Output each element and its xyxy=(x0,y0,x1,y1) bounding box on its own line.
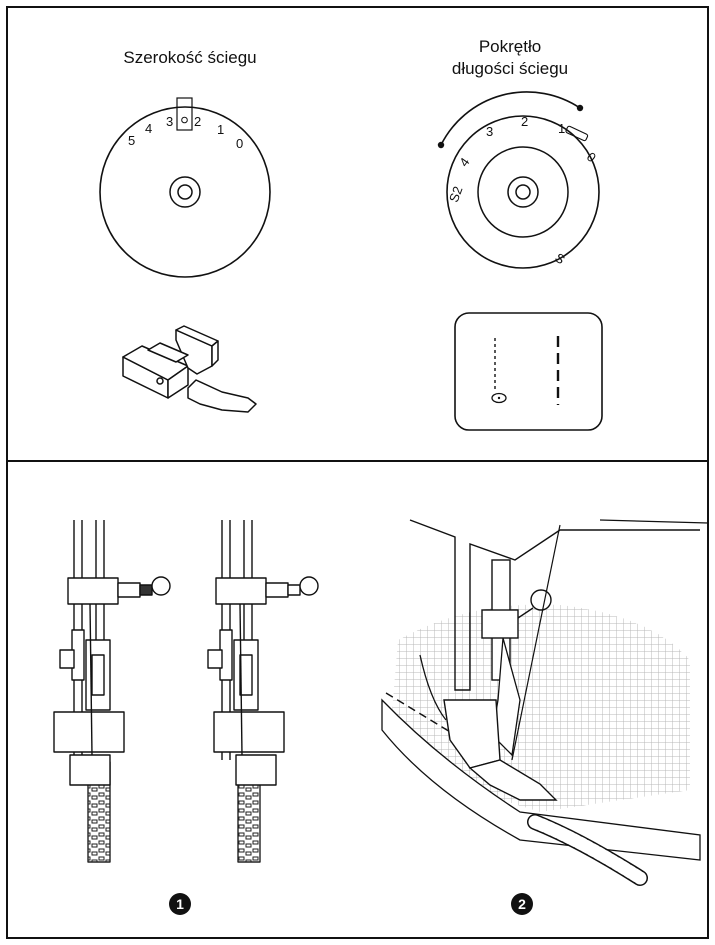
length-dial-title-line1: Pokrętło xyxy=(478,37,542,56)
sewing-scene xyxy=(381,519,709,886)
length-dial-range-arc xyxy=(440,91,581,146)
width-dial-number: 0 xyxy=(236,136,243,151)
width-dial-title: Szerokość ściegu xyxy=(123,48,257,67)
step-marker-2: 2 xyxy=(511,893,533,915)
length-dial-number: 3 xyxy=(486,124,493,139)
length-dial-number: S2 xyxy=(446,184,466,204)
width-dial-indicator xyxy=(176,97,193,131)
zipper-foot-illustration xyxy=(122,325,257,413)
foot-position-right xyxy=(207,520,319,863)
length-dial-number: 1 xyxy=(558,121,565,136)
step-marker-number: 2 xyxy=(518,896,526,912)
width-dial-number: 5 xyxy=(128,133,135,148)
width-dial-number: 1 xyxy=(217,122,224,137)
width-dial: 5 4 3 2 1 0 xyxy=(99,97,271,278)
section-divider xyxy=(6,460,709,462)
step-marker-1: 1 xyxy=(169,893,191,915)
length-dial-title-line2: długości ściegu xyxy=(451,59,569,78)
stitch-pattern-panel xyxy=(454,312,603,431)
width-dial-number: 2 xyxy=(194,114,201,129)
width-dial-number: 3 xyxy=(166,114,173,129)
step-marker-number: 1 xyxy=(176,896,184,912)
length-dial: S2 4 3 2 1 0 S xyxy=(437,91,600,269)
length-dial-number: 2 xyxy=(521,114,528,129)
foot-position-left xyxy=(53,520,171,863)
width-dial-number: 4 xyxy=(145,121,152,136)
length-dial-indicator xyxy=(565,125,589,142)
